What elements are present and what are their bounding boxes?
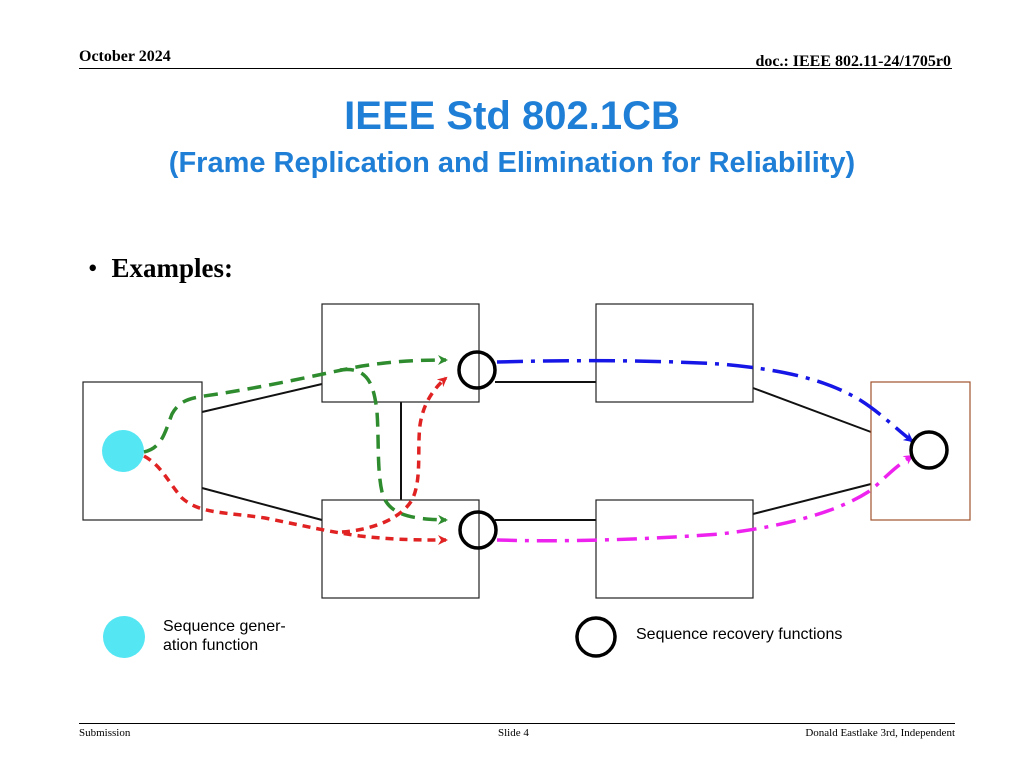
magenta-path xyxy=(496,454,914,543)
recovery-node-lower xyxy=(458,510,498,550)
destination-node-box xyxy=(870,381,971,521)
upper-bridge-a-box xyxy=(321,303,480,403)
upper-bridge-b-box xyxy=(595,303,754,403)
links xyxy=(201,381,872,521)
green-path-upper xyxy=(143,355,448,454)
legend-recovery-icon xyxy=(575,616,617,658)
recovery-node-destination xyxy=(909,430,949,470)
lower-bridge-a-box xyxy=(321,499,480,599)
sequence-generation-node xyxy=(102,430,144,472)
bullet-dot-icon: • xyxy=(88,253,98,283)
header-doc-id: doc.: IEEE 802.11-24/1705r0 xyxy=(755,53,951,70)
bullet-examples: • Examples: xyxy=(88,253,233,284)
footer-submission: Submission xyxy=(79,727,131,739)
blue-path xyxy=(496,358,914,443)
header-rule xyxy=(79,68,952,69)
link-upper-b-to-dest xyxy=(752,387,872,433)
legend-generation-icon xyxy=(103,616,145,658)
legend-generation-label: Sequence gener- ation function xyxy=(163,618,286,654)
slide-title: IEEE Std 802.1CB xyxy=(344,94,680,138)
green-path-lower xyxy=(339,367,448,525)
link-source-to-lower xyxy=(201,487,323,521)
slide-subtitle: (Frame Replication and Elimination for R… xyxy=(168,147,856,179)
header-date: October 2024 xyxy=(79,48,171,65)
link-source-to-upper xyxy=(201,383,323,413)
lower-bridge-b-box xyxy=(595,499,754,599)
link-lower-b-to-dest xyxy=(752,483,872,515)
red-path-lower xyxy=(143,454,448,545)
footer-slide-number: Slide 4 xyxy=(498,727,529,739)
footer-author: Donald Eastlake 3rd, Independent xyxy=(805,727,955,739)
footer-rule xyxy=(79,723,955,724)
recovery-node-upper xyxy=(457,350,497,390)
bullet-text: Examples: xyxy=(111,253,233,283)
legend-recovery-label: Sequence recovery functions xyxy=(636,626,843,643)
